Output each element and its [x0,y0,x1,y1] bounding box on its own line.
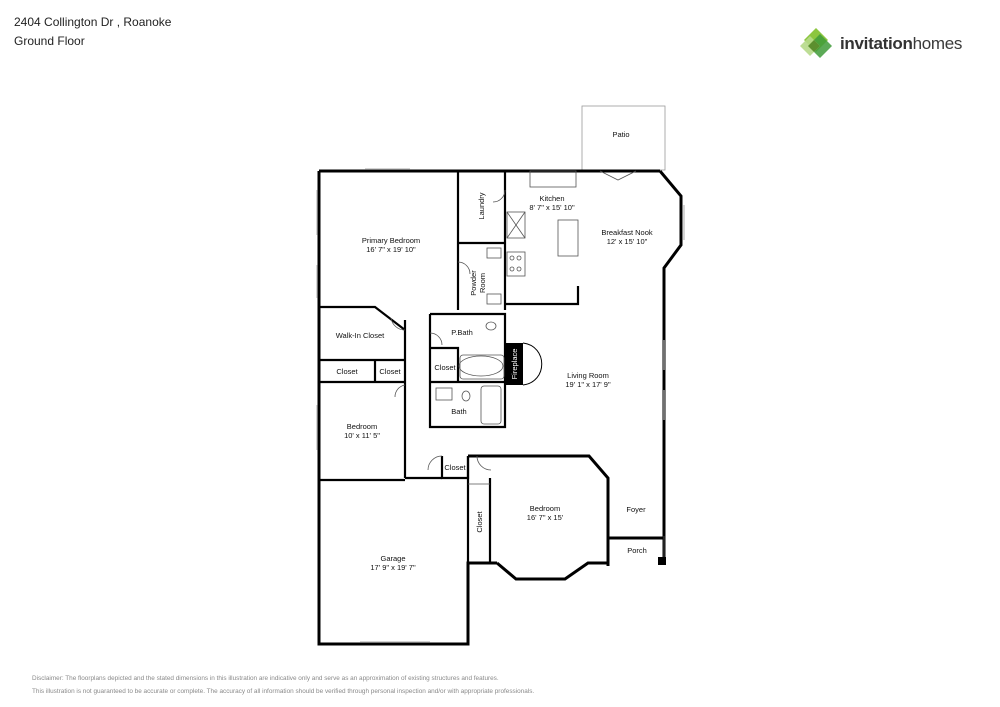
walk-in-closet-label: Walk-In Closet [336,331,385,340]
primary-bedroom-dim: 16' 7" x 19' 10" [366,245,416,254]
garage-dim: 17' 9" x 19' 7" [370,563,416,572]
tub-bath [480,385,502,425]
bedroom-left-label: Bedroom [347,422,377,431]
kitchen-sink-counter [529,170,577,188]
closet-left-label: Closet [336,367,358,376]
bath-label: Bath [451,407,466,416]
room-labels: Patio Kitchen 8' 7" x 15' 10" Breakfast … [336,130,653,572]
toilet-pbath [485,321,497,331]
brand-wordmark-light: homes [912,34,963,53]
fireplace-label: Fireplace [510,349,519,380]
brand-logo: invitationhomes [798,26,978,62]
brand-wordmark-bold: invitation [840,34,913,53]
door-swings [390,170,665,560]
floor-name: Ground Floor [14,34,85,48]
kitchen-island [557,219,579,257]
breakfast-nook-dim: 12' x 15' 10" [607,237,648,246]
fridge [506,211,526,239]
brand-wordmark: invitationhomes [840,34,962,54]
kitchen-label: Kitchen [539,194,564,203]
fireplace-block [506,343,523,385]
breakfast-nook-label: Breakfast Nook [601,228,653,237]
disclaimer-line-1: Disclaimer: The floorplans depicted and … [32,675,499,682]
powder-room-label-2: Room [478,273,487,293]
pbath-label: P.Bath [451,328,473,337]
laundry-label: Laundry [477,192,486,219]
closet-mid-label: Closet [379,367,401,376]
property-address: 2404 Collington Dr , Roanoke [14,15,172,29]
porch-label: Porch [627,546,647,555]
porch-post [658,557,666,565]
interior-walls [319,171,580,563]
bedroom-right-label: Bedroom [530,504,560,513]
closet-pbath-label: Closet [434,363,456,372]
living-room-dim: 19' 1" x 17' 9" [565,380,611,389]
disclaimer-line-2: This illustration is not guaranteed to b… [32,688,535,695]
patio-label: Patio [612,130,629,139]
bedroom-left-dim: 10' x 11' 5" [344,431,380,440]
closet-hall-label: Closet [444,463,466,472]
powder-room-label-1: Powder [469,270,478,296]
toilet-bath [461,390,471,402]
foyer-label: Foyer [626,505,646,514]
windows [316,168,685,643]
bedroom-right-dim: 16' 7" x 15' [527,513,564,522]
fixtures [435,170,579,425]
fireplace-hearth [522,342,543,386]
primary-bedroom-label: Primary Bedroom [362,236,420,245]
range [506,251,526,277]
living-room-label: Living Room [567,371,609,380]
kitchen-dim: 8' 7" x 15' 10" [529,203,575,212]
sink-bath [435,387,453,401]
garage-label: Garage [380,554,405,563]
tub-pbath [458,355,504,377]
sink-powder [486,247,502,259]
closet-bed2-label: Closet [475,510,484,532]
invitation-homes-diamond-icon [800,28,832,58]
